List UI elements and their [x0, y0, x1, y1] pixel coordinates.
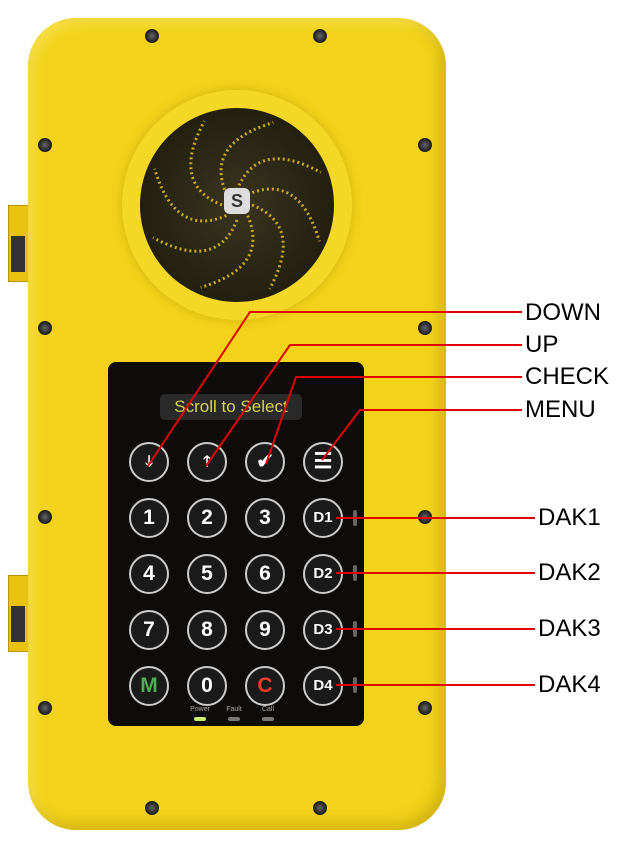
key-c[interactable]: C [245, 666, 285, 706]
key-5[interactable]: 5 [187, 554, 227, 594]
indicator-led [194, 717, 206, 721]
brand-logo: S [224, 188, 250, 214]
screw [38, 510, 52, 524]
screw [418, 701, 432, 715]
callout-label-dak2: DAK2 [538, 559, 601, 586]
callout-label-dak3: DAK3 [538, 615, 601, 642]
key-2[interactable]: 2 [187, 498, 227, 538]
indicator-led [228, 717, 240, 721]
indicator-label: Call [261, 706, 275, 713]
key-6[interactable]: 6 [245, 554, 285, 594]
screw [38, 138, 52, 152]
key-9[interactable]: 9 [245, 610, 285, 650]
key-1[interactable]: 1 [129, 498, 169, 538]
indicator-led [262, 717, 274, 721]
callout-label-check: CHECK [525, 363, 610, 390]
screw [313, 801, 327, 815]
callout-line-menu [321, 409, 522, 461]
callout-label-up: UP [525, 331, 559, 358]
key-7[interactable]: 7 [129, 610, 169, 650]
key-0[interactable]: 0 [187, 666, 227, 706]
screw [418, 138, 432, 152]
screw [418, 321, 432, 335]
screw [145, 29, 159, 43]
display-text: Scroll to Select [160, 394, 302, 420]
key-4[interactable]: 4 [129, 554, 169, 594]
screw [145, 801, 159, 815]
key-menu[interactable]: ☰ [303, 442, 343, 482]
indicator-label: Fault [226, 706, 242, 713]
key-up[interactable]: 🡑 [187, 442, 227, 482]
screw [38, 321, 52, 335]
callout-line-down [147, 311, 522, 467]
key-8[interactable]: 8 [187, 610, 227, 650]
screw [313, 29, 327, 43]
screw [38, 701, 52, 715]
key-3[interactable]: 3 [245, 498, 285, 538]
callout-label-menu: MENU [525, 396, 596, 423]
callout-line-check [265, 376, 522, 465]
key-down[interactable]: 🡓 [129, 442, 169, 482]
callout-label-dak1: DAK1 [538, 504, 601, 531]
key-m[interactable]: M [129, 666, 169, 706]
callout-label-dak4: DAK4 [538, 671, 601, 698]
callout-label-down: DOWN [525, 299, 601, 326]
callout-line-up [205, 344, 522, 467]
indicator-label: Power [190, 706, 210, 713]
key-check[interactable]: ✔ [245, 442, 285, 482]
